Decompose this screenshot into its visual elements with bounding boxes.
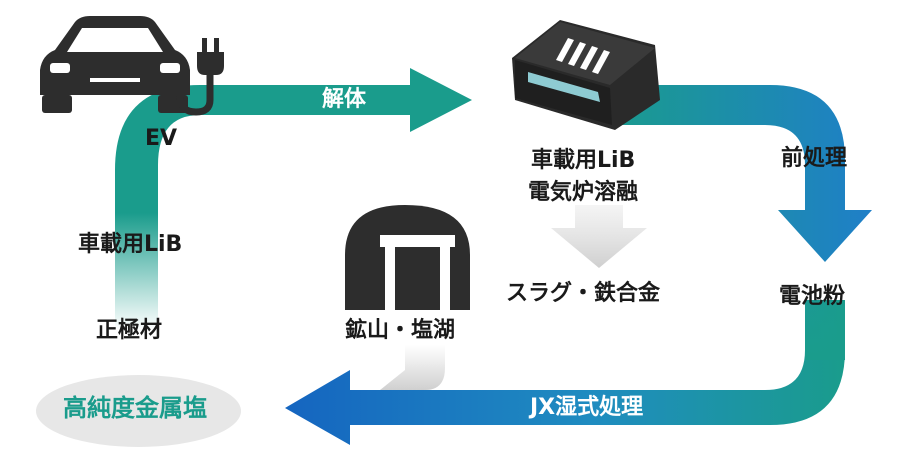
flow-top-arrow — [200, 68, 472, 132]
slag-label: スラグ・鉄合金 — [506, 281, 661, 306]
battery-top-label: 車載用LiB — [531, 148, 636, 173]
car-icon — [40, 16, 190, 113]
dismantle-label: 解体 — [322, 87, 367, 112]
slag-gray-arrow — [551, 205, 647, 268]
pretreat-label: 前処理 — [781, 146, 848, 171]
battery-left-label: 車載用LiB — [78, 232, 183, 257]
furnace-label: 電気炉溶融 — [528, 180, 639, 205]
battery-pack-icon — [512, 20, 660, 130]
high-purity-salt-label: 高純度金属塩 — [63, 394, 207, 422]
mine-flow-fade — [380, 345, 445, 390]
flow-right-bottom-segment — [285, 300, 845, 445]
cathode-label: 正極材 — [96, 318, 163, 343]
plug-icon — [176, 38, 224, 116]
powder-label: 電池粉 — [779, 284, 846, 309]
high-purity-salt-oval — [36, 375, 241, 447]
flow-right-lower-fade — [805, 300, 845, 360]
flow-right-top-segment — [600, 85, 872, 262]
mine-label: 鉱山・塩湖 — [345, 318, 456, 343]
mine-tunnel-icon — [345, 205, 470, 310]
ev-label: EV — [145, 126, 178, 151]
wet-process-label: JX湿式処理 — [530, 395, 644, 420]
